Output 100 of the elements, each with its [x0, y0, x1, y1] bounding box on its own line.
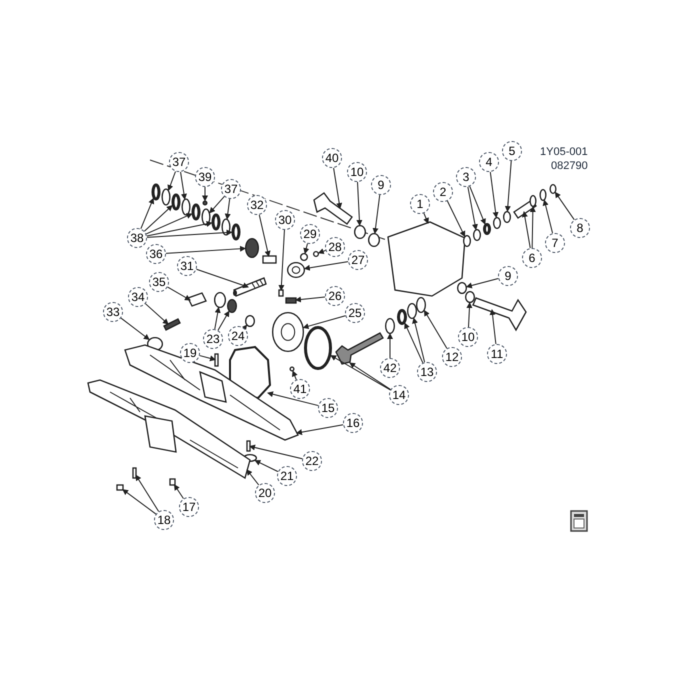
- leader-line: [135, 474, 160, 512]
- ring-part: [162, 188, 170, 206]
- leader-line: [254, 460, 278, 472]
- washer-part: [540, 189, 546, 201]
- seal-part: [457, 282, 467, 294]
- ring-part: [397, 309, 407, 325]
- ring-part: [483, 223, 491, 235]
- callout-number: 29: [300, 224, 320, 244]
- callout-number: 7: [545, 233, 565, 253]
- callout-number: 11: [487, 344, 507, 364]
- ring-part: [493, 217, 501, 229]
- leader-line: [404, 322, 424, 364]
- callout-number: 14: [389, 385, 409, 405]
- leader-line: [372, 194, 380, 234]
- callout-number: 2: [433, 182, 453, 202]
- yoke-shaft-part: [313, 192, 353, 225]
- bearing-part: [227, 299, 237, 313]
- leader-line: [144, 303, 169, 325]
- callout-number: 19: [180, 343, 200, 363]
- ring-part: [172, 194, 180, 210]
- pinion-part: [335, 332, 384, 365]
- callout-number: 17: [179, 497, 199, 517]
- leader-line: [267, 391, 319, 406]
- ring-part: [192, 204, 200, 220]
- ring-part: [463, 235, 471, 247]
- leader-line: [146, 213, 193, 234]
- bearing-cup-part: [214, 292, 226, 308]
- leader-line: [356, 182, 362, 226]
- ring-part: [407, 303, 417, 319]
- callout-number: 35: [149, 272, 169, 292]
- leader-line: [146, 220, 212, 237]
- leader-line: [199, 355, 216, 362]
- bolt-part: [285, 297, 297, 304]
- leader-line: [554, 192, 575, 220]
- bolt-part: [116, 484, 124, 491]
- crossmember-part: [87, 379, 251, 479]
- leader-line: [196, 268, 249, 288]
- pin-part: [202, 200, 208, 206]
- callout-number: 32: [247, 195, 267, 215]
- leader-line: [224, 198, 231, 220]
- nut-part: [550, 184, 556, 194]
- gear-part: [287, 262, 305, 278]
- bracket-part: [132, 467, 137, 479]
- callout-number: 38: [127, 228, 147, 248]
- leader-line: [412, 317, 426, 363]
- callout-number: 34: [128, 287, 148, 307]
- case-part: [272, 312, 304, 352]
- gear-part: [245, 238, 259, 258]
- callout-number: 6: [522, 248, 542, 268]
- callout-number: 4: [479, 152, 499, 172]
- gear-part: [300, 253, 308, 261]
- leader-line: [140, 198, 154, 230]
- callout-number: 23: [203, 329, 223, 349]
- leader-line: [466, 302, 472, 328]
- ring-part: [152, 184, 160, 200]
- callout-number: 42: [380, 358, 400, 378]
- leader-line: [146, 230, 232, 238]
- ring-part: [473, 229, 481, 241]
- leader-line: [168, 170, 176, 191]
- leader-line: [241, 324, 248, 332]
- callout-number: 18: [154, 510, 174, 530]
- leader-line: [202, 186, 208, 202]
- callout-number: 1: [410, 194, 430, 214]
- callout-number: 16: [343, 413, 363, 433]
- fork-part: [187, 292, 207, 307]
- leader-line: [424, 310, 448, 349]
- screw-part: [290, 366, 294, 372]
- callout-number: 31: [177, 256, 197, 276]
- leader-line: [490, 309, 496, 345]
- leader-line: [218, 310, 230, 331]
- leader-line: [423, 212, 429, 224]
- callout-number: 22: [302, 451, 322, 471]
- leader-line: [446, 200, 466, 238]
- leader-line: [349, 362, 392, 390]
- leader-line: [295, 296, 326, 302]
- callout-number: 36: [146, 244, 166, 264]
- washer-part: [313, 251, 319, 257]
- leader-line: [530, 206, 536, 248]
- bearing-part: [465, 291, 475, 303]
- leader-line: [296, 424, 344, 436]
- bolt-part: [169, 478, 176, 486]
- bolt-part: [163, 318, 181, 331]
- callout-number: 8: [570, 218, 590, 238]
- yoke-shaft-part: [472, 297, 527, 332]
- callout-number: 24: [228, 326, 248, 346]
- pin-part: [278, 289, 284, 297]
- housing-part: [387, 221, 466, 297]
- leader-line: [144, 205, 173, 232]
- leader-line: [180, 171, 187, 200]
- drawing-number: 1Y05-001: [540, 146, 588, 160]
- callout-number: 30: [275, 210, 295, 230]
- shaft-part: [233, 277, 267, 297]
- ring-part: [212, 214, 220, 230]
- leader-line: [303, 243, 310, 254]
- leader-line: [278, 229, 285, 291]
- leader-line: [174, 484, 184, 500]
- ring-part: [503, 211, 511, 223]
- drawing-number: 082790: [551, 160, 588, 174]
- leader-line: [167, 286, 191, 300]
- callout-number: 15: [318, 398, 338, 418]
